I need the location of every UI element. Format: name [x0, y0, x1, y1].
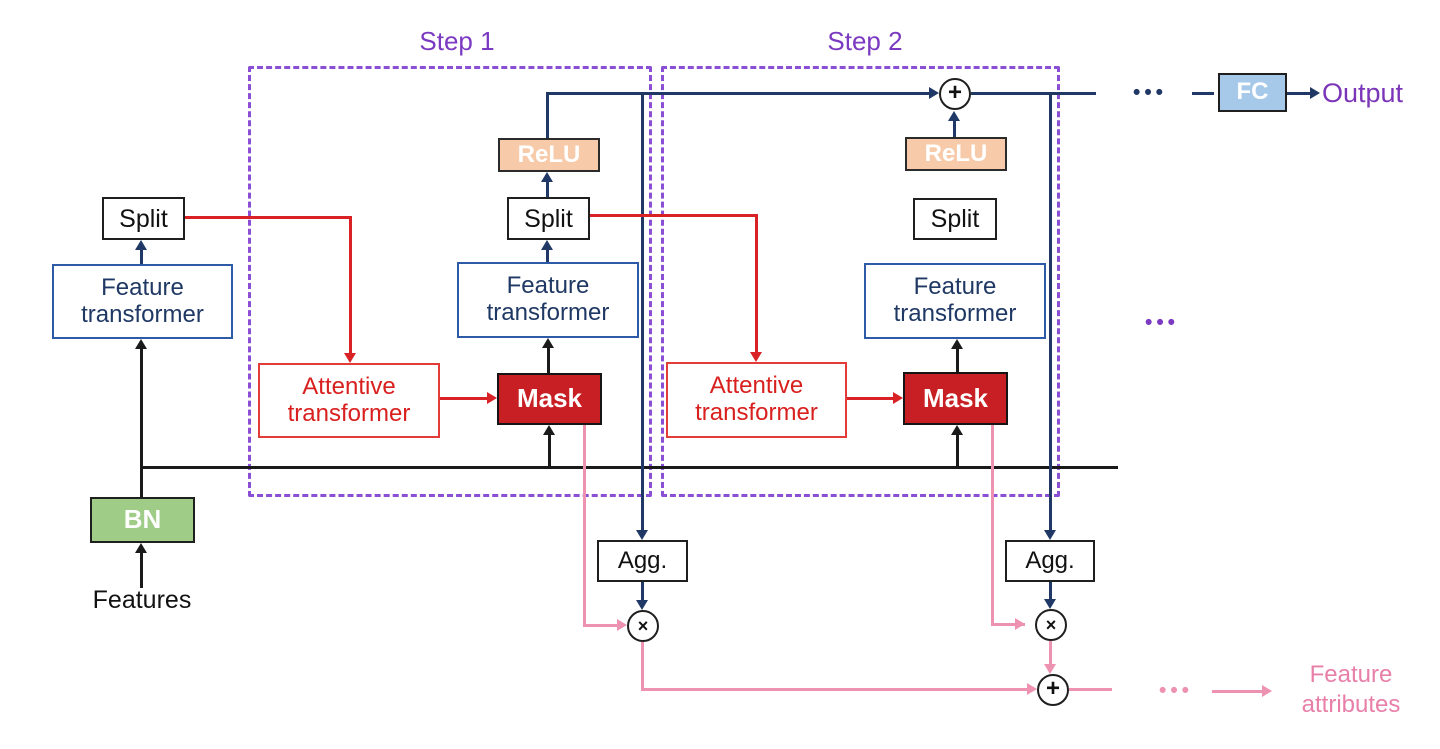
arrowhead-into-split1 — [541, 240, 553, 250]
arrowhead-mask2-to-feature-transformer2 — [951, 339, 963, 349]
arrowhead-into-top-plus — [929, 87, 939, 99]
line-feature-bus — [140, 466, 1118, 469]
line-to-feature-attributes — [1212, 690, 1262, 693]
line-attentive2-to-mask2 — [847, 397, 894, 400]
arrowhead-features-to-bn — [135, 543, 147, 553]
split-box-step1: Split — [507, 197, 590, 240]
feature-transformer-box-step2: Feature transformer — [864, 263, 1046, 339]
arrowhead-mask1-to-feature-transformer1 — [542, 338, 554, 348]
features-label: Features — [92, 586, 192, 614]
line-branch1-down-to-agg1 — [641, 95, 644, 530]
feature-transformer-box-input: Feature transformer — [52, 264, 233, 339]
mask-box-step2: Mask — [903, 372, 1008, 425]
ellipsis-top: ••• — [1132, 81, 1168, 104]
arrowhead-into-multiply2 — [1015, 618, 1025, 630]
output-label: Output — [1322, 78, 1404, 108]
line-mask2-down — [991, 425, 994, 626]
plus-circle-bottom: + — [1037, 674, 1069, 706]
line-branch2-down-to-agg2 — [1049, 95, 1052, 530]
arrowhead-bus-to-mask1 — [543, 425, 555, 435]
ellipsis-middle: ••• — [1144, 311, 1180, 334]
agg-box-step1: Agg. — [597, 540, 688, 582]
line-relu1-up — [546, 92, 549, 138]
line-attentive1-to-mask1 — [440, 397, 488, 400]
arrowhead-multiply2-to-bottom-plus — [1044, 664, 1056, 674]
relu-box-step1: ReLU — [498, 138, 600, 172]
line-down-to-attentive1 — [349, 216, 352, 353]
fc-box: FC — [1218, 73, 1287, 112]
plus-circle-top: + — [939, 78, 971, 110]
arrowhead-relu2-to-top-plus — [948, 111, 960, 121]
arrowhead-agg1-to-multiply1 — [636, 600, 648, 610]
step2-dashed-box — [661, 66, 1060, 497]
agg-box-step2: Agg. — [1005, 540, 1095, 582]
line-split1-right — [590, 214, 758, 217]
split-box-input: Split — [102, 197, 185, 240]
line-top-bus-after-plus — [971, 92, 1096, 95]
relu-box-step2: ReLU — [905, 137, 1007, 171]
line-relu2-to-top-plus — [953, 121, 956, 137]
mask-box-step1: Mask — [497, 373, 602, 425]
line-fc-to-output — [1287, 92, 1310, 95]
multiply-circle-step2: × — [1035, 609, 1067, 641]
arrowhead-into-attentive1 — [344, 353, 356, 363]
line-agg1-to-multiply1 — [641, 582, 644, 601]
multiply-circle-step1: × — [627, 610, 659, 642]
arrowhead-into-relu1 — [541, 172, 553, 182]
attentive-transformer-box-step1: Attentive transformer — [258, 363, 440, 438]
line-before-fc — [1192, 92, 1214, 95]
arrowhead-attentive2-to-mask2 — [893, 392, 903, 404]
feature-attributes-label: Feature attributes — [1301, 661, 1401, 718]
line-down-to-attentive2 — [755, 214, 758, 352]
split-box-step2: Split — [913, 198, 997, 240]
line-multiply1-down — [641, 642, 644, 689]
arrowhead-into-feature-attributes — [1262, 685, 1272, 697]
line-agg2-to-multiply2 — [1049, 582, 1052, 600]
arrowhead-bus-to-mask2 — [951, 425, 963, 435]
line-mask1-to-feature-transformer1 — [547, 347, 550, 373]
bn-box: BN — [90, 497, 195, 543]
arrowhead-bn-to-feature-transformer — [135, 339, 147, 349]
line-bus-to-mask2 — [956, 434, 959, 466]
line-mask1-to-multiply1 — [583, 624, 619, 627]
ellipsis-bottom: ••• — [1158, 679, 1194, 702]
attentive-transformer-box-step2: Attentive transformer — [666, 362, 847, 438]
line-bottom-bus-to-plus — [641, 688, 1027, 691]
arrowhead-into-output — [1310, 87, 1320, 99]
line-split-input-right — [185, 216, 352, 219]
arrowhead-into-split-input — [135, 240, 147, 250]
step2-label: Step 2 — [827, 26, 903, 56]
line-bottom-plus-right — [1069, 688, 1112, 691]
arrowhead-into-agg2 — [1044, 530, 1056, 540]
line-mask2-to-multiply2 — [991, 623, 1025, 626]
step1-label: Step 1 — [419, 26, 495, 56]
line-mask2-to-feature-transformer2 — [956, 348, 959, 372]
line-feature-transformer1-to-split1 — [546, 249, 549, 262]
line-features-to-bn — [140, 553, 143, 588]
line-feature-transformer-input-to-split — [140, 250, 143, 264]
line-top-bus-to-plus — [546, 92, 930, 95]
arrowhead-into-agg1 — [636, 530, 648, 540]
arrowhead-into-attentive2 — [750, 352, 762, 362]
arrowhead-agg2-to-multiply2 — [1044, 599, 1056, 609]
arrowhead-into-multiply1 — [617, 619, 627, 631]
line-mask1-down — [583, 425, 586, 627]
line-split1-to-relu1 — [546, 181, 549, 197]
line-multiply2-to-bottom-plus — [1049, 641, 1052, 665]
arrowhead-into-bottom-plus — [1027, 683, 1037, 695]
arrowhead-attentive1-to-mask1 — [487, 392, 497, 404]
line-bn-to-feature-transformer — [140, 349, 143, 497]
step1-dashed-box — [248, 66, 652, 497]
feature-transformer-box-step1: Feature transformer — [457, 262, 639, 338]
line-bus-to-mask1 — [548, 434, 551, 466]
